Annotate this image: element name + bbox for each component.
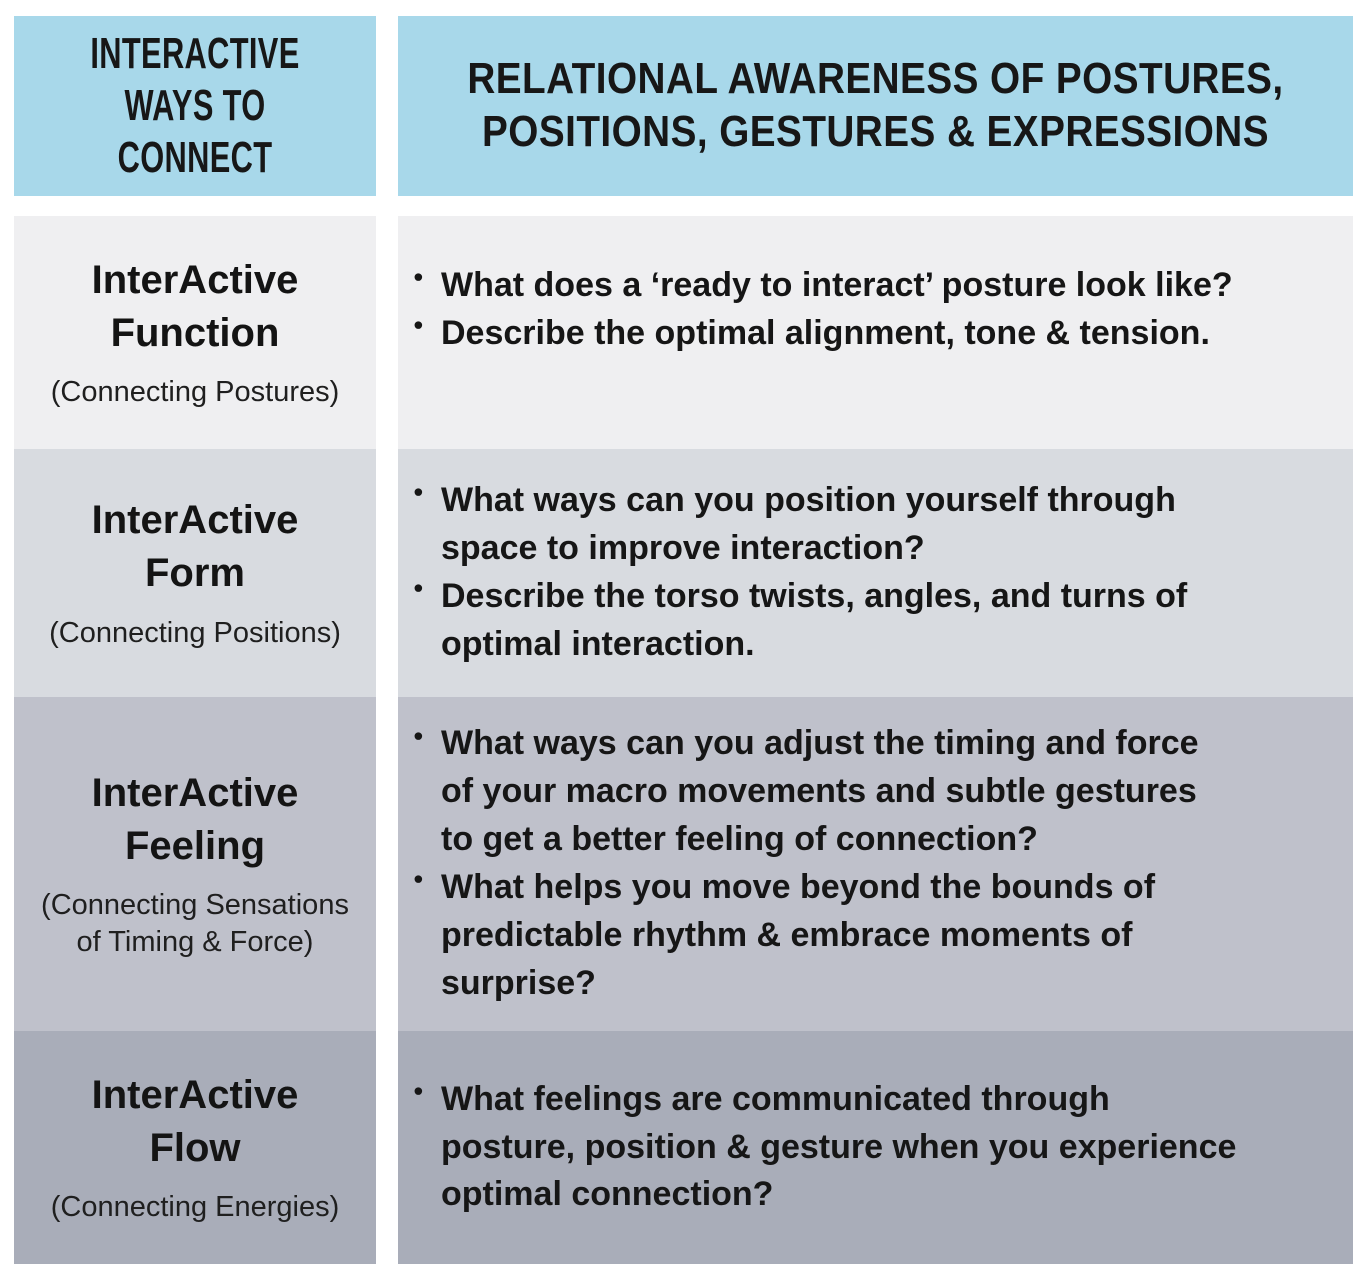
- row-title: InterActive Function: [91, 257, 299, 355]
- row-title: InterActive Feeling: [91, 770, 299, 868]
- table-row-feeling: InterActive Feeling (Connecting Sensatio…: [14, 697, 1353, 1031]
- row-subtitle: (Connecting Positions): [49, 616, 341, 649]
- question-item: What helps you move beyond the bounds of…: [413, 864, 1199, 1008]
- row-questions-cell: What does a ‘ready to interact’ posture …: [398, 216, 1353, 449]
- question-item: What ways can you position yourself thro…: [413, 477, 1187, 573]
- row-label-cell: InterActive Flow (Connecting Energies): [14, 1031, 376, 1264]
- question-item: What ways can you adjust the timing and …: [413, 720, 1199, 864]
- question-item: What feelings are communicated through p…: [413, 1076, 1236, 1220]
- row-title: InterActive Form: [91, 498, 299, 596]
- question-item: What does a ‘ready to interact’ posture …: [413, 262, 1233, 310]
- table-row-flow: InterActive Flow (Connecting Energies) W…: [14, 1031, 1353, 1264]
- question-list: What ways can you adjust the timing and …: [398, 720, 1219, 1008]
- question-list: What ways can you position yourself thro…: [398, 477, 1207, 669]
- question-item: Describe the optimal alignment, tone & t…: [413, 310, 1233, 358]
- question-list: What feelings are communicated through p…: [398, 1076, 1256, 1220]
- row-questions-cell: What feelings are communicated through p…: [398, 1031, 1353, 1264]
- header-right-title: RELATIONAL AWARENESS OF POSTURES, POSITI…: [467, 54, 1284, 156]
- header-cell-relational-awareness: RELATIONAL AWARENESS OF POSTURES, POSITI…: [398, 16, 1353, 196]
- row-subtitle: (Connecting Postures): [50, 376, 340, 409]
- table-row-function: InterActive Function (Connecting Posture…: [14, 216, 1353, 449]
- question-list: What does a ‘ready to interact’ posture …: [398, 262, 1253, 358]
- row-questions-cell: What ways can you adjust the timing and …: [398, 697, 1353, 1031]
- header-row: INTERACTIVE WAYS TO CONNECT RELATIONAL A…: [14, 16, 1353, 196]
- table-row-form: InterActive Form (Connecting Positions) …: [14, 449, 1353, 697]
- row-label-cell: InterActive Feeling (Connecting Sensatio…: [14, 697, 376, 1031]
- header-left-title: INTERACTIVE WAYS TO CONNECT: [90, 29, 300, 182]
- row-label-cell: InterActive Form (Connecting Positions): [14, 449, 376, 697]
- question-item: Describe the torso twists, angles, and t…: [413, 573, 1187, 669]
- row-subtitle: (Connecting Energies): [50, 1191, 340, 1224]
- row-title: InterActive Flow: [91, 1072, 299, 1170]
- row-questions-cell: What ways can you position yourself thro…: [398, 449, 1353, 697]
- row-subtitle: (Connecting Sensations of Timing & Force…: [41, 889, 349, 959]
- header-cell-ways-to-connect: INTERACTIVE WAYS TO CONNECT: [14, 16, 376, 196]
- row-label-cell: InterActive Function (Connecting Posture…: [14, 216, 376, 449]
